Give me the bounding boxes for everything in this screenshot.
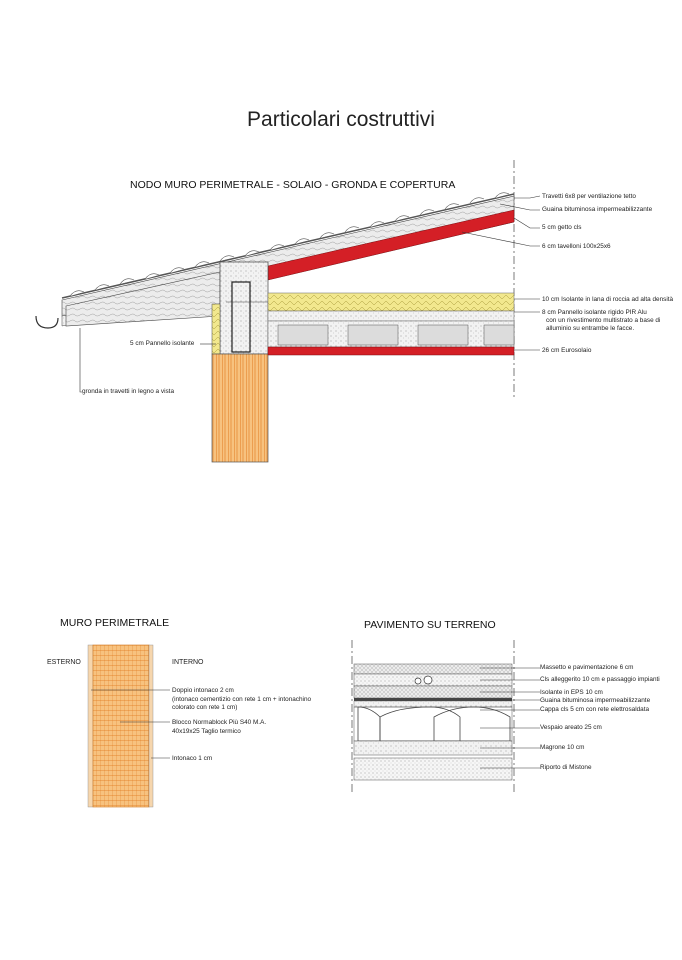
label-getto: 5 cm getto cls — [542, 224, 582, 231]
floor-detail-heading: PAVIMENTO SU TERRENO — [364, 619, 496, 631]
label-vespaio: Vespaio areato 25 cm — [540, 724, 602, 731]
label-alleggerito: Cls alleggerito 10 cm e passaggio impian… — [540, 676, 660, 683]
label-eurosolaio: 26 cm Eurosolaio — [542, 347, 592, 354]
label-intonaco-3: colorato con rete 1 cm) — [172, 704, 238, 711]
wall-detail — [87, 644, 170, 808]
label-blocco-2: 40x19x25 Taglio termico — [172, 728, 241, 735]
roof-detail — [35, 160, 541, 463]
label-misto: Riporto di Mistone — [540, 764, 592, 771]
label-pannello: 5 cm Pannello isolante — [130, 340, 195, 347]
label-esterno: ESTERNO — [47, 659, 81, 666]
label-pir-1: 8 cm Pannello isolante rigido PIR Alu — [542, 309, 647, 316]
label-intonaco-1: Doppio intonaco 2 cm — [172, 687, 234, 694]
floor-detail — [351, 640, 540, 795]
label-pir-2: con un rivestimento multistrato a base d… — [546, 317, 661, 324]
roof-detail-heading: NODO MURO PERIMETRALE - SOLAIO - GRONDA … — [130, 179, 456, 191]
label-eps: Isolante in EPS 10 cm — [540, 689, 603, 696]
label-blocco-1: Blocco Normablock Più S40 M.A. — [172, 719, 267, 726]
label-intonaco-2: (intonaco cementizio con rete 1 cm + int… — [172, 696, 312, 703]
label-guaina-floor: Guaina bituminosa impermeabilizzante — [540, 697, 651, 704]
label-tavelloni: 6 cm tavelloni 100x25x6 — [542, 243, 611, 250]
label-pir-3: alluminio su entrambe le facce. — [546, 325, 635, 332]
wall-detail-heading: MURO PERIMETRALE — [60, 617, 170, 629]
label-gronda: gronda in travetti in legno a vista — [82, 388, 175, 395]
label-guaina-roof: Guaina bituminosa impermeabilizzante — [542, 206, 653, 213]
label-travetti: Travetti 6x8 per ventilazione tetto — [542, 193, 636, 200]
label-cappa: Cappa cls 5 cm con rete elettrosaldata — [540, 706, 650, 713]
label-magrone: Magrone 10 cm — [540, 744, 585, 751]
label-massetto: Massetto e pavimentazione 6 cm — [540, 664, 634, 671]
label-intonaco-int: Intonaco 1 cm — [172, 755, 213, 762]
label-lana: 10 cm Isolante in lana di roccia ad alta… — [542, 296, 674, 303]
page-title: Particolari costruttivi — [247, 108, 435, 131]
label-interno: INTERNO — [172, 659, 204, 666]
